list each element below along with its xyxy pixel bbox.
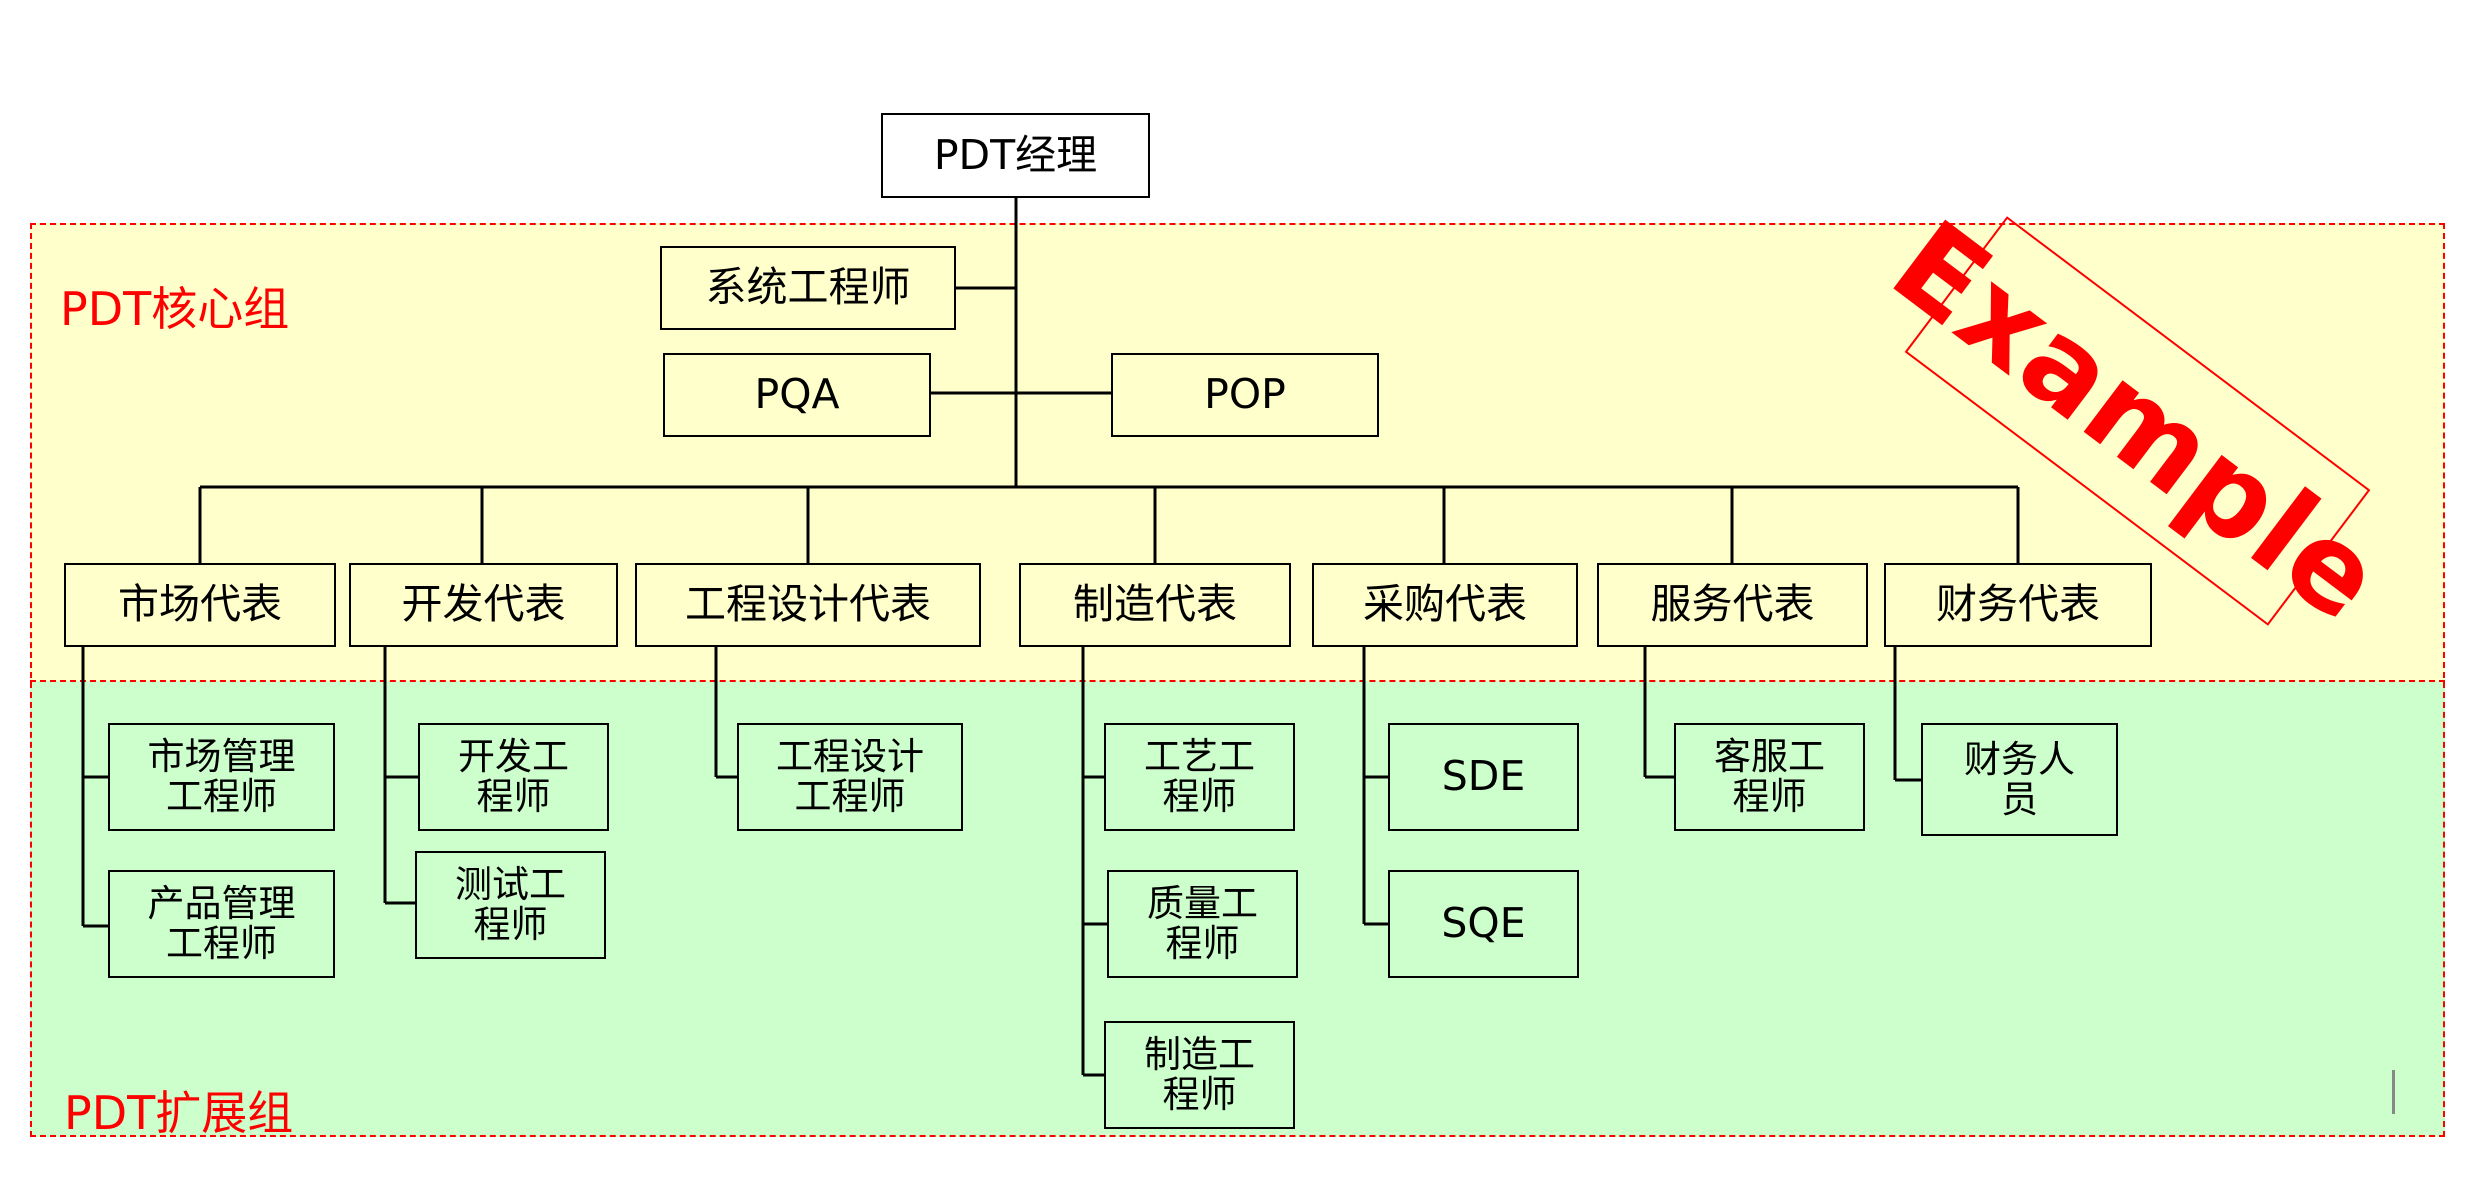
core-group-label: PDT核心组	[60, 282, 290, 336]
corner-tick-mark	[2392, 1070, 2395, 1114]
sqe-node: SQE	[1388, 870, 1579, 978]
extended-group-label: PDT扩展组	[64, 1086, 294, 1140]
dev-engineer-node: 开发工 程师	[418, 723, 609, 831]
market-rep-node: 市场代表	[64, 563, 336, 647]
pop-node: POP	[1111, 353, 1379, 437]
market-mgmt-engineer-node: 市场管理 工程师	[108, 723, 335, 831]
cs-engineer-node: 客服工 程师	[1674, 723, 1865, 831]
process-engineer-node: 工艺工 程师	[1104, 723, 1295, 831]
finance-rep-node: 财务代表	[1884, 563, 2152, 647]
pqa-node: PQA	[663, 353, 931, 437]
quality-engineer-node: 质量工 程师	[1107, 870, 1298, 978]
pdt-manager-node: PDT经理	[881, 113, 1150, 198]
core-group-area	[30, 223, 2445, 681]
extended-group-area	[30, 681, 2445, 1137]
test-engineer-node: 测试工 程师	[415, 851, 606, 959]
mfg-engineer-node: 制造工 程师	[1104, 1021, 1295, 1129]
sde-node: SDE	[1388, 723, 1579, 831]
service-rep-node: 服务代表	[1597, 563, 1868, 647]
finance-staff-node: 财务人 员	[1921, 723, 2118, 836]
dev-rep-node: 开发代表	[349, 563, 618, 647]
eng-design-engineer-node: 工程设计 工程师	[737, 723, 963, 831]
group-divider	[30, 680, 2445, 682]
system-engineer-node: 系统工程师	[660, 246, 956, 330]
purchase-rep-node: 采购代表	[1312, 563, 1578, 647]
eng-design-rep-node: 工程设计代表	[635, 563, 981, 647]
mfg-rep-node: 制造代表	[1019, 563, 1291, 647]
product-mgmt-engineer-node: 产品管理 工程师	[108, 870, 335, 978]
